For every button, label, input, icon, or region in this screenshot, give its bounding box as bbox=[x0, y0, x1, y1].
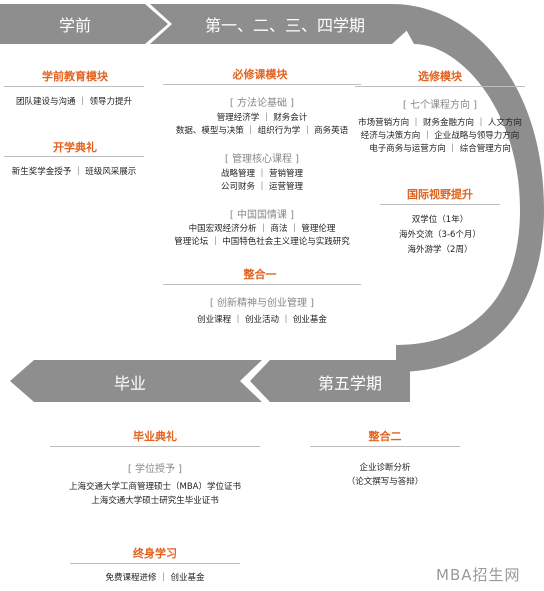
lifelong-line: 免费课程进修 ｜ 创业基金 bbox=[105, 573, 205, 583]
divider bbox=[355, 86, 525, 87]
divider bbox=[70, 563, 240, 564]
divider bbox=[4, 156, 144, 157]
divider bbox=[163, 84, 361, 85]
pre-module-items: 团队建设与沟通 ｜ 领导力提升 bbox=[16, 97, 132, 107]
intl-line3: 海外游学（2周） bbox=[407, 245, 473, 255]
integrate1-line: 创业课程 ｜ 创业活动 ｜ 创业基金 bbox=[197, 315, 327, 325]
core-line1: 战略管理 ｜ 营销管理 bbox=[221, 169, 303, 179]
graduation-title: 毕业典礼 bbox=[133, 430, 177, 443]
arrow-pre bbox=[0, 4, 168, 44]
opening-ceremony-title: 开学典礼 bbox=[53, 141, 97, 154]
divider bbox=[4, 86, 144, 87]
pre-module-title: 学前教育模块 bbox=[42, 70, 108, 83]
divider bbox=[380, 204, 500, 205]
method-bracket: [ 方法论基础 ] bbox=[229, 98, 295, 109]
elective-title: 选修模块 bbox=[418, 70, 462, 83]
integrate2-line2: （论文撰写与答辩） bbox=[346, 477, 424, 487]
divider bbox=[163, 284, 361, 285]
label-terms: 第一、二、三、四学期 bbox=[204, 16, 365, 35]
arrow-grad bbox=[10, 360, 262, 402]
lifelong-title: 终身学习 bbox=[133, 547, 177, 560]
elective-line3: 电子商务与运营方向 ｜ 综合管理方向 bbox=[369, 144, 511, 154]
integrate1-title: 整合一 bbox=[243, 268, 277, 281]
label-pre: 学前 bbox=[58, 16, 91, 35]
integrate2-title: 整合二 bbox=[368, 430, 402, 443]
opening-ceremony-items: 新生奖学金授予 ｜ 班级风采展示 bbox=[11, 167, 137, 177]
arrow-terms bbox=[150, 4, 414, 44]
integrate1-bracket: [ 创新精神与创业管理 ] bbox=[209, 298, 315, 309]
method-line1: 管理经济学 ｜ 财务会计 bbox=[216, 113, 308, 123]
divider bbox=[310, 446, 460, 447]
core-line2: 公司财务 ｜ 运营管理 bbox=[221, 182, 303, 192]
label-fifth-term: 第五学期 bbox=[317, 374, 382, 393]
method-line2: 数据、模型与决策 ｜ 组织行为学 ｜ 商务英语 bbox=[175, 126, 349, 136]
curve-band bbox=[392, 4, 544, 372]
china-line1: 中国宏观经济分析 ｜ 商法 ｜ 管理伦理 bbox=[188, 224, 336, 234]
intl-title: 国际视野提升 bbox=[407, 188, 473, 201]
divider bbox=[50, 446, 260, 447]
elective-line2: 经济与决策方向 ｜ 企业战略与领导力方向 bbox=[360, 131, 520, 141]
elective-line1: 市场营销方向 ｜ 财务金融方向 ｜ 人文方向 bbox=[358, 118, 522, 128]
degree-bracket: [ 学位授予 ] bbox=[127, 464, 183, 475]
arrow-fifth bbox=[250, 360, 410, 402]
china-line2: 管理论坛 ｜ 中国特色社会主义理论与实践研究 bbox=[174, 237, 350, 247]
intl-line2: 海外交流（3-6个月） bbox=[399, 230, 481, 240]
required-title: 必修课模块 bbox=[232, 68, 288, 81]
label-graduation: 毕业 bbox=[113, 374, 146, 393]
core-bracket: [ 管理核心课程 ] bbox=[224, 154, 300, 165]
integrate2-line1: 企业诊断分析 bbox=[359, 463, 411, 473]
elective-bracket: [ 七个课程方向 ] bbox=[402, 100, 478, 111]
degree-line2: 上海交通大学硕士研究生毕业证书 bbox=[91, 496, 219, 506]
watermark: MBA招生网 bbox=[436, 566, 521, 584]
degree-line1: 上海交通大学工商管理硕士（MBA）学位证书 bbox=[69, 482, 241, 492]
china-bracket: [ 中国国情课 ] bbox=[229, 210, 295, 221]
intl-line1: 双学位（1年） bbox=[411, 215, 469, 225]
